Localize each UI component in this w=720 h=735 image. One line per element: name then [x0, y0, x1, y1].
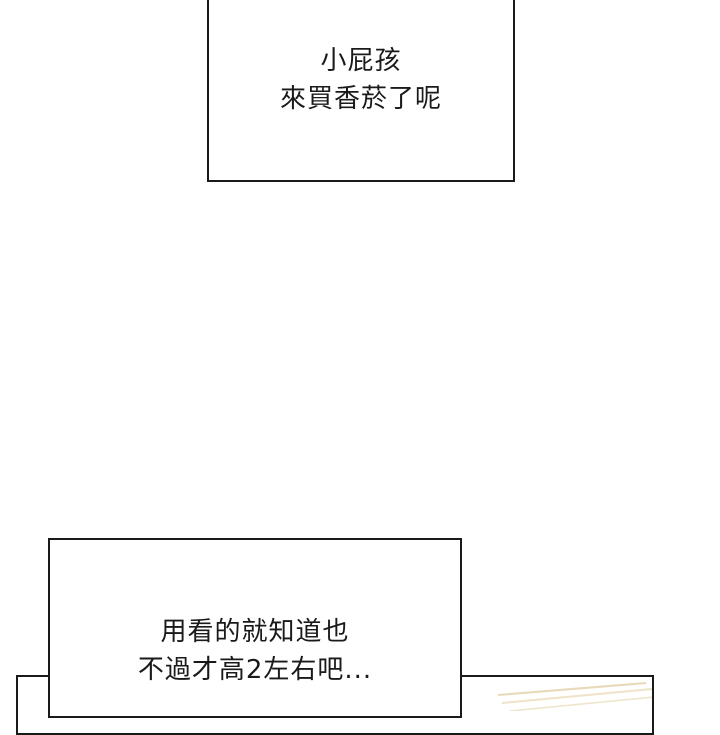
caption-box-bottom: 用看的就知道也 不過才高2左右吧...: [48, 538, 462, 718]
caption-bottom-line-2: 不過才高2左右吧...: [137, 655, 373, 685]
caption-top-line-2: 來買香菸了呢: [279, 84, 442, 114]
panel-sketch-lines: [497, 682, 652, 711]
caption-top-line-1: 小屁孩: [320, 46, 402, 76]
caption-box-top: 小屁孩 來買香菸了呢: [207, 0, 515, 182]
caption-bottom-line-1: 用看的就知道也: [160, 617, 350, 647]
